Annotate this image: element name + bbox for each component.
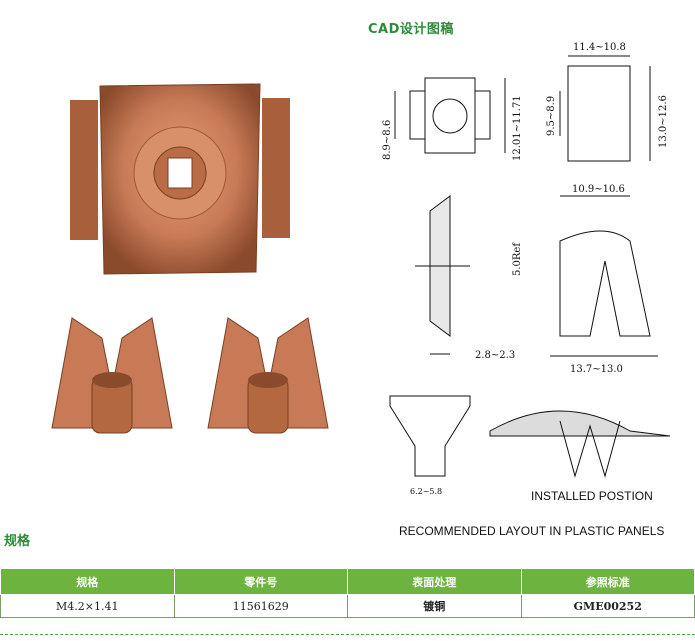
dim-side-outer: 13.0~12.6	[658, 95, 669, 148]
bottom-divider	[0, 634, 695, 635]
cell-spec: M4.2×1.41	[0, 594, 175, 618]
clip-nut-side-photo-right	[207, 317, 329, 434]
cell-part-number: 11561629	[173, 594, 348, 618]
dim-ref-height: 5.0Ref	[512, 242, 523, 276]
header-surface-treatment: 表面处理	[347, 568, 522, 595]
dim-side-inner: 9.5~8.9	[546, 96, 557, 136]
cell-reference-standard: GME00252	[520, 594, 695, 618]
dim-small-width: 6.2~5.8	[410, 487, 442, 496]
dim-clip-bottom-width: 13.7~13.0	[570, 364, 623, 375]
spec-section-title: 规格	[4, 534, 31, 549]
clip-nut-top-photo	[70, 83, 290, 275]
cell-surface-treatment: 镀铜	[347, 594, 522, 618]
cad-title: CAD设计图稿	[368, 22, 454, 37]
dim-middle-height: 12.01~11.71	[512, 95, 523, 161]
recommended-caption: RECOMMENDED LAYOUT IN PLASTIC PANELS	[399, 524, 665, 538]
spec-table: 规格 零件号 表面处理 参照标准 M4.2×1.41 11561629 镀铜 G…	[0, 568, 695, 618]
spec-header-row: 规格 零件号 表面处理 参照标准	[0, 568, 695, 595]
cad-drawing: 8.9~8.6 12.01~11.71 11.4~10.8 9.5~8.9 13…	[382, 42, 671, 496]
dim-top-width: 11.4~10.8	[573, 42, 626, 53]
table-row: M4.2×1.41 11561629 镀铜 GME00252	[0, 594, 695, 618]
dim-thickness: 2.8~2.3	[475, 350, 515, 361]
header-part-number: 零件号	[173, 568, 348, 595]
dim-clip-top-width: 10.9~10.6	[572, 184, 625, 195]
dim-left-height: 8.9~8.6	[382, 120, 393, 160]
installed-caption: INSTALLED POSTION	[531, 489, 653, 503]
header-reference-standard: 参照标准	[520, 568, 695, 595]
header-spec: 规格	[0, 568, 175, 595]
clip-nut-side-photo-left	[51, 317, 173, 434]
